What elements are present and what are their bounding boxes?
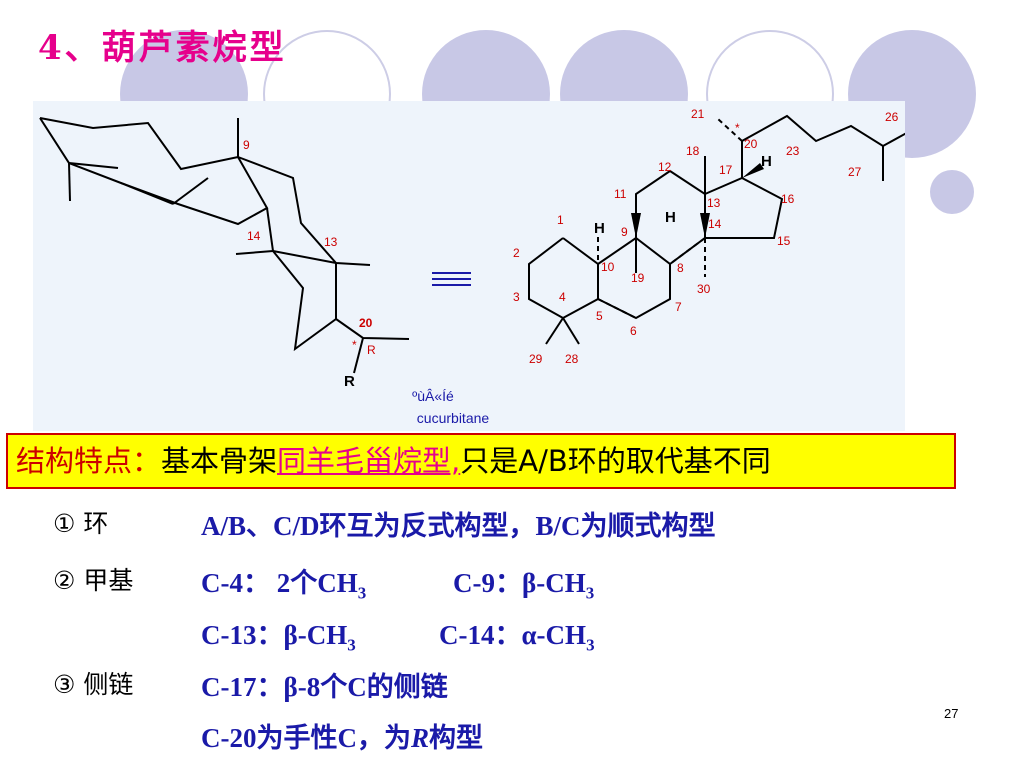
item-methyl-1: ② 甲基 C-4： 2个CH3 C-9：β-CH3 [53,561,953,603]
structure-features-box: 结构特点：基本骨架同羊毛甾烷型,只是A/B环的取代基不同 [6,433,956,489]
atom-19: 19 [631,271,645,285]
item-methyl-c14: C-14：α-CH3 [439,613,595,655]
left-star: * [352,338,357,352]
item-methyl-c9-sub: 3 [585,583,595,603]
atom-3: 3 [513,290,520,304]
atom-26: 26 [885,110,899,124]
equivalence-sign [432,272,471,286]
features-text-after: 只是A/B环的取代基不同 [460,444,771,478]
item-sidechain-lead: ③ 侧链 [53,670,134,699]
item-methyl-c14-text: C-14：α-CH [439,620,587,650]
item-sidechain-c17: C-17：β-8个C的侧链 [201,672,448,702]
left-r-group: R [344,373,355,390]
atom-2: 2 [513,246,520,260]
atom-30: 30 [697,282,711,296]
item-sidechain-2: C-20为手性C，为R构型 [53,716,953,755]
atom-8: 8 [677,261,684,275]
atom-4: 4 [559,290,566,304]
right-star: * [735,121,740,135]
atom-29: 29 [529,352,543,366]
atom-16: 16 [781,192,795,206]
atom-13: 13 [707,196,721,210]
atom-14: 14 [708,217,722,231]
atom-28: 28 [565,352,579,366]
atom-21: 21 [691,107,705,121]
item-ring-lead: ① 环 [53,509,109,538]
left-r-config: R [367,343,376,357]
item-ring: ① 环 A/B、C/D环互为反式构型，B/C为顺式构型 [53,504,953,541]
item-methyl-c13-sub: 3 [347,635,356,655]
features-link-lanostane: 同羊毛甾烷型, [277,444,461,478]
atom-9: 9 [621,225,628,239]
item-methyl-c9-text: C-9：β-CH [453,568,586,598]
item-c20-italic-r: R [411,723,430,753]
atom-5: 5 [596,309,603,323]
compound-name: cucurbitane [417,410,490,426]
structure-figure: 9 14 13 20 * R R [33,101,905,431]
item-methyl-c13: C-13：β-CH3 [201,613,356,655]
features-text-before: 基本骨架 [161,444,278,478]
perspective-skeleton [39,117,410,374]
item-c20-text-before: C-20为手性C，为 [201,723,411,753]
atom-6: 6 [630,324,637,338]
atom-17: 17 [719,163,733,177]
atom-23: 23 [786,144,800,158]
atom-12: 12 [658,160,672,174]
stereo-bonds [597,118,743,319]
decor-circle-7 [930,170,974,214]
atom-1: 1 [557,213,564,227]
atom-20: 20 [744,137,758,151]
item-sidechain-1: ③ 侧链 C-17：β-8个C的侧链 [53,665,953,702]
item-methyl-c9: C-9：β-CH3 [453,561,594,603]
item-sidechain-c20: C-20为手性C，为R构型 [201,716,483,755]
page-number: 27 [944,706,959,721]
atom-11: 11 [614,187,627,201]
h-label-c17: H [761,153,772,170]
atom-18: 18 [686,144,700,158]
left-label-c9: 9 [243,138,250,152]
features-label: 结构特点： [16,444,162,478]
item-methyl-c14-sub: 3 [586,635,595,655]
item-methyl-c4-sub: 3 [357,583,367,603]
h-label-c9: H [594,220,605,237]
h-label-c14: H [665,209,676,226]
stereo-wedges [631,163,764,238]
item-methyl-2: C-13：β-CH3 C-14：α-CH3 [53,613,953,655]
item-methyl-c4: C-4： 2个CH3 [201,561,366,603]
atom-10: 10 [601,260,615,274]
atom-27: 27 [848,165,862,179]
slide-title: 4、葫芦素烷型 [38,28,287,68]
right-atom-numbers: 1 2 3 4 5 6 7 8 9 10 11 12 13 14 15 16 1… [513,107,899,366]
left-label-c13: 13 [324,235,338,249]
left-label-c14: 14 [247,229,261,243]
item-methyl-c13-text: C-13：β-CH [201,620,348,650]
item-methyl-lead: ② 甲基 [53,566,134,595]
item-methyl-c4-text: C-4： 2个CH [201,568,358,598]
atom-15: 15 [777,234,791,248]
item-ring-value: A/B、C/D环互为反式构型，B/C为顺式构型 [201,511,716,541]
left-label-c20: 20 [359,316,373,330]
compound-name-garbled: ºùÂ«Íé [412,388,454,404]
cucurbitane-structure-diagram: 9 14 13 20 * R R [39,107,905,426]
item-c20-text-after: 构型 [429,723,484,753]
atom-7: 7 [675,300,682,314]
